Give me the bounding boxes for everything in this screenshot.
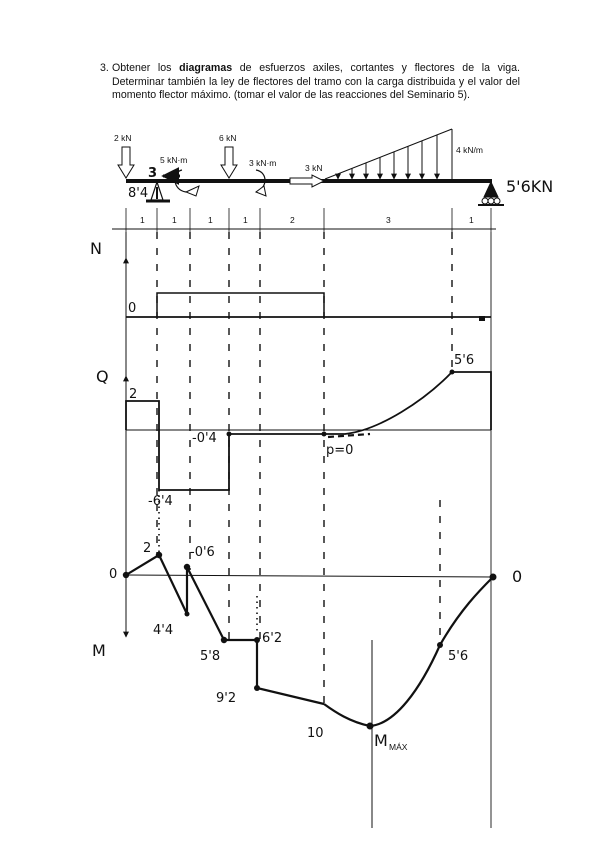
hollow-arrow-icon	[289, 174, 326, 188]
m-diagram-curve	[323, 576, 494, 728]
m-value-label: 5'6	[448, 649, 468, 664]
reaction-va-label: 8'4	[128, 186, 148, 201]
problem-text: Obtener los diagramas de esfuerzos axile…	[102, 62, 520, 103]
hollow-arrow-icon	[220, 146, 238, 179]
q-value-label: 5'6	[454, 353, 474, 368]
shear-diagram: Q 2 -6'4 -0'4 5'6 p=0	[96, 353, 492, 509]
q-zero-point-label: p=0	[326, 443, 353, 458]
q-value-label: -0'4	[192, 431, 217, 446]
roller-support-right: 5'6KN	[478, 177, 553, 206]
m-right-zero-label: 0	[512, 567, 522, 586]
load-label-3kn: 3 kN	[305, 163, 322, 173]
moment-diagram: M 0 0 2 4'4 -0'6 5'8 6'2 9'2 10 5'6 M MÁ…	[92, 541, 522, 752]
load-label-4knm: 4 kN/m	[456, 145, 483, 155]
m-value-label: -0'6	[190, 545, 215, 560]
m-value-label: 6'2	[262, 631, 282, 646]
span-label: 1	[140, 215, 145, 225]
reference-lines	[125, 232, 492, 828]
problem-text-bold: diagramas	[179, 62, 233, 74]
q-value-label: 2	[129, 387, 137, 402]
axial-diagram: N 0	[90, 239, 491, 321]
n-diagram-line	[156, 292, 325, 317]
n-axis-label: N	[90, 239, 102, 258]
moment-load-3knm: 3 kN·m	[249, 158, 276, 197]
span-label: 1	[243, 215, 248, 225]
beam-figure: 2 kN 5 kN·m 6 kN 3 kN·m 3 kN	[112, 128, 553, 232]
span-label: 3	[386, 215, 391, 225]
span-label: 2	[290, 215, 295, 225]
span-label: 1	[172, 215, 177, 225]
reaction-vb-label: 5'6KN	[506, 177, 553, 196]
load-label-5knm: 5 kN·m	[160, 155, 187, 165]
m-left-zero-label: 0	[109, 567, 117, 582]
load-label-6kn: 6 kN	[219, 133, 236, 143]
reaction-h-label: 3	[148, 166, 157, 181]
problem-statement: 3. Obtener los diagramas de esfuerzos ax…	[100, 62, 520, 103]
q-value-label: -6'4	[148, 494, 173, 509]
hollow-arrow-icon	[117, 146, 135, 179]
distributed-load: 4 kN/m	[324, 128, 483, 180]
m-max-label: M	[374, 731, 388, 750]
q-axis-label: Q	[96, 367, 109, 386]
q-diagram-curve	[324, 371, 453, 435]
m-value-label: 2	[143, 541, 151, 556]
arrowhead-icon	[254, 185, 267, 197]
arrowhead-icon	[184, 185, 200, 197]
problem-number: 3.	[100, 62, 109, 74]
point-load-6kn: 6 kN	[219, 133, 238, 179]
span-dimensions: 1 1 1 1 2 3 1	[112, 208, 496, 232]
n-zero-label: 0	[128, 301, 136, 316]
load-label-2kn: 2 kN	[114, 133, 131, 143]
horizontal-load-3kn: 3 kN	[289, 163, 326, 188]
q-diagram-line	[125, 400, 324, 491]
span-label: 1	[208, 215, 213, 225]
m-value-label: 5'8	[200, 649, 220, 664]
point-load-2kn: 2 kN	[114, 133, 135, 179]
m-value-label: 10	[307, 726, 324, 741]
m-value-label: 9'2	[216, 691, 236, 706]
pin-support-left: 3 8'4	[128, 166, 180, 203]
span-label: 1	[469, 215, 474, 225]
problem-text-start: Obtener los	[112, 62, 180, 74]
m-max-subscript: MÁX	[389, 742, 408, 752]
m-axis-label: M	[92, 641, 106, 660]
load-label-3knm: 3 kN·m	[249, 158, 276, 168]
problem-text-end: de esfuerzos axiles, cortantes y flector…	[112, 62, 520, 101]
m-value-label: 4'4	[153, 623, 173, 638]
m-diagram-line	[125, 553, 325, 706]
